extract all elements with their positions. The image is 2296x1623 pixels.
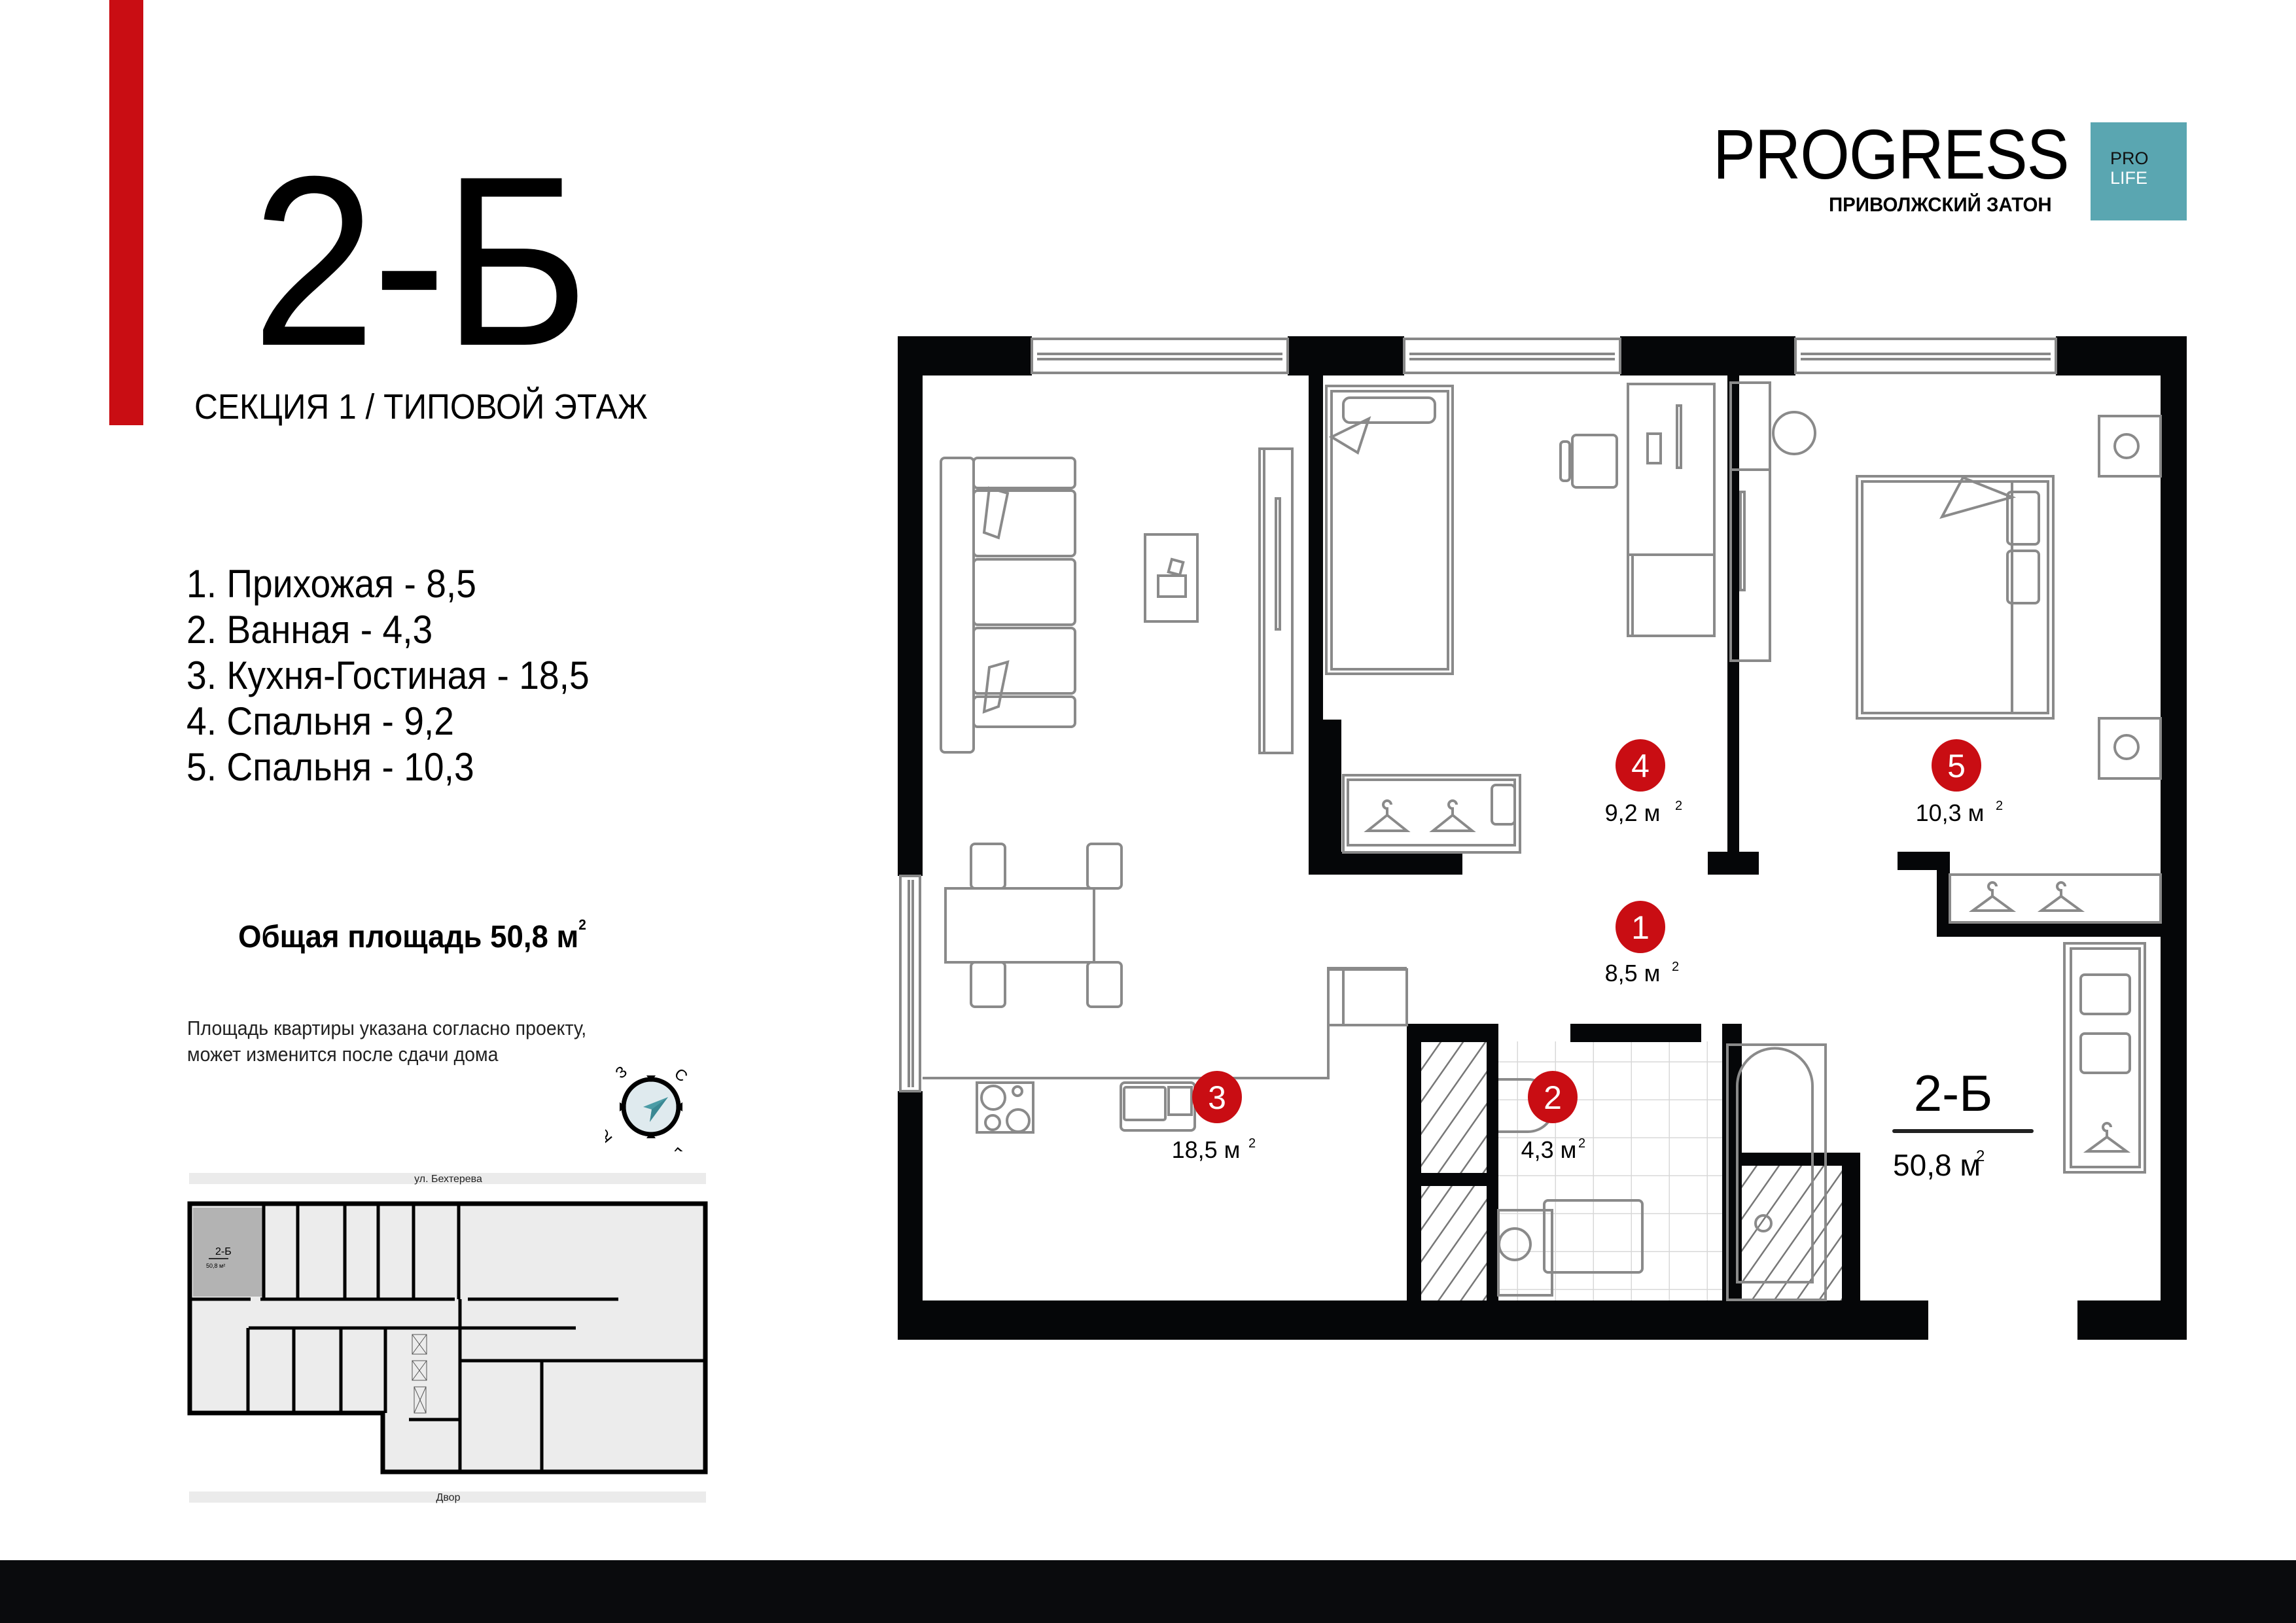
svg-text:2: 2 [1578, 1136, 1585, 1151]
room-badge-5: 5 10,3 м 2 [1916, 739, 2003, 826]
room-list-item: 1. Прихожая - 8,5 [186, 562, 476, 606]
room-list-item: 2. Ванная - 4,3 [186, 608, 433, 652]
total-area: Общая площадь 50,8 м2 [238, 916, 586, 955]
compass-icon: З С В Ю [605, 1063, 691, 1151]
room-badges: 4 9,2 м 2 5 10,3 м 2 1 8,5 м 2 3 18,5 м … [1172, 739, 2003, 1163]
courtyard-label: Двор [436, 1492, 461, 1503]
disclaimer-line-1: Площадь квартиры указана согласно проект… [187, 1017, 587, 1039]
svg-text:2-Б: 2-Б [1914, 1064, 1993, 1122]
room-area-5: 10,3 м [1916, 799, 1985, 826]
svg-text:50,8 м: 50,8 м [1893, 1148, 1981, 1182]
svg-text:2: 2 [1976, 1147, 1985, 1165]
compass-e: В [669, 1143, 689, 1151]
svg-text:2: 2 [1672, 960, 1679, 974]
disclaimer-line-2: может изменится после сдачи дома [187, 1043, 499, 1066]
svg-text:4: 4 [1631, 748, 1650, 784]
building-key-plan: ул. Бехтерева Двор 2-Б 50,8 м² [187, 1173, 708, 1503]
room-list-item: 4. Спальня - 9,2 [186, 699, 454, 743]
room-area-2: 4,3 м [1521, 1136, 1577, 1163]
room-list: 1. Прихожая - 8,5 2. Ванная - 4,3 3. Кух… [186, 561, 590, 790]
plan-unit-badge: 2-Б 50,8 м 2 [1892, 1064, 2034, 1182]
room-area-4: 9,2 м [1605, 799, 1661, 826]
total-area-sup: 2 [578, 916, 586, 933]
svg-text:2: 2 [1544, 1079, 1562, 1116]
brand-logo-subtitle: ПРИВОЛЖСКИЙ ЗАТОН [1829, 193, 2052, 216]
brand-logo-wordmark: PROGRESS [1713, 114, 2070, 194]
svg-text:3: 3 [1208, 1079, 1226, 1116]
room-badge-4: 4 9,2 м 2 [1605, 739, 1682, 826]
brand-logo-badge: PRO LIFE [2091, 122, 2187, 220]
room-list-item: 5. Спальня - 10,3 [186, 745, 474, 789]
keyplan-unit-area: 50,8 м² [206, 1263, 225, 1269]
furniture [923, 381, 2162, 1301]
room-badge-3: 3 18,5 м 2 [1172, 1071, 1256, 1163]
room-badge-2: 2 4,3 м 2 [1521, 1071, 1585, 1163]
svg-text:1: 1 [1631, 909, 1650, 946]
total-area-text: Общая площадь 50,8 м [238, 920, 579, 954]
section-floor-label: СЕКЦИЯ 1 / ТИПОВОЙ ЭТАЖ [194, 387, 648, 427]
apartment-code-title: 2-Б [252, 126, 589, 396]
room-area-1: 8,5 м [1605, 960, 1661, 986]
accent-bar [109, 0, 143, 425]
windows [899, 338, 2057, 1092]
disclaimer: Площадь квартиры указана согласно проект… [187, 1015, 586, 1068]
street-top-label: ул. Бехтерева [414, 1174, 482, 1185]
keyplan-unit-code: 2-Б [215, 1246, 232, 1257]
svg-text:2: 2 [1248, 1136, 1256, 1151]
room-list-item: 3. Кухня-Гостиная - 18,5 [186, 654, 590, 697]
brand-badge-line-1: PRO [2110, 148, 2149, 168]
highlighted-unit [193, 1208, 264, 1297]
room-area-3: 18,5 м [1172, 1136, 1241, 1163]
room-badge-1: 1 8,5 м 2 [1605, 901, 1679, 986]
svg-text:2: 2 [1675, 799, 1682, 813]
brand-badge-line-2: LIFE [2110, 168, 2148, 188]
svg-text:5: 5 [1947, 748, 1966, 784]
footer-bar [0, 1560, 2296, 1623]
svg-text:2: 2 [1996, 799, 2003, 813]
